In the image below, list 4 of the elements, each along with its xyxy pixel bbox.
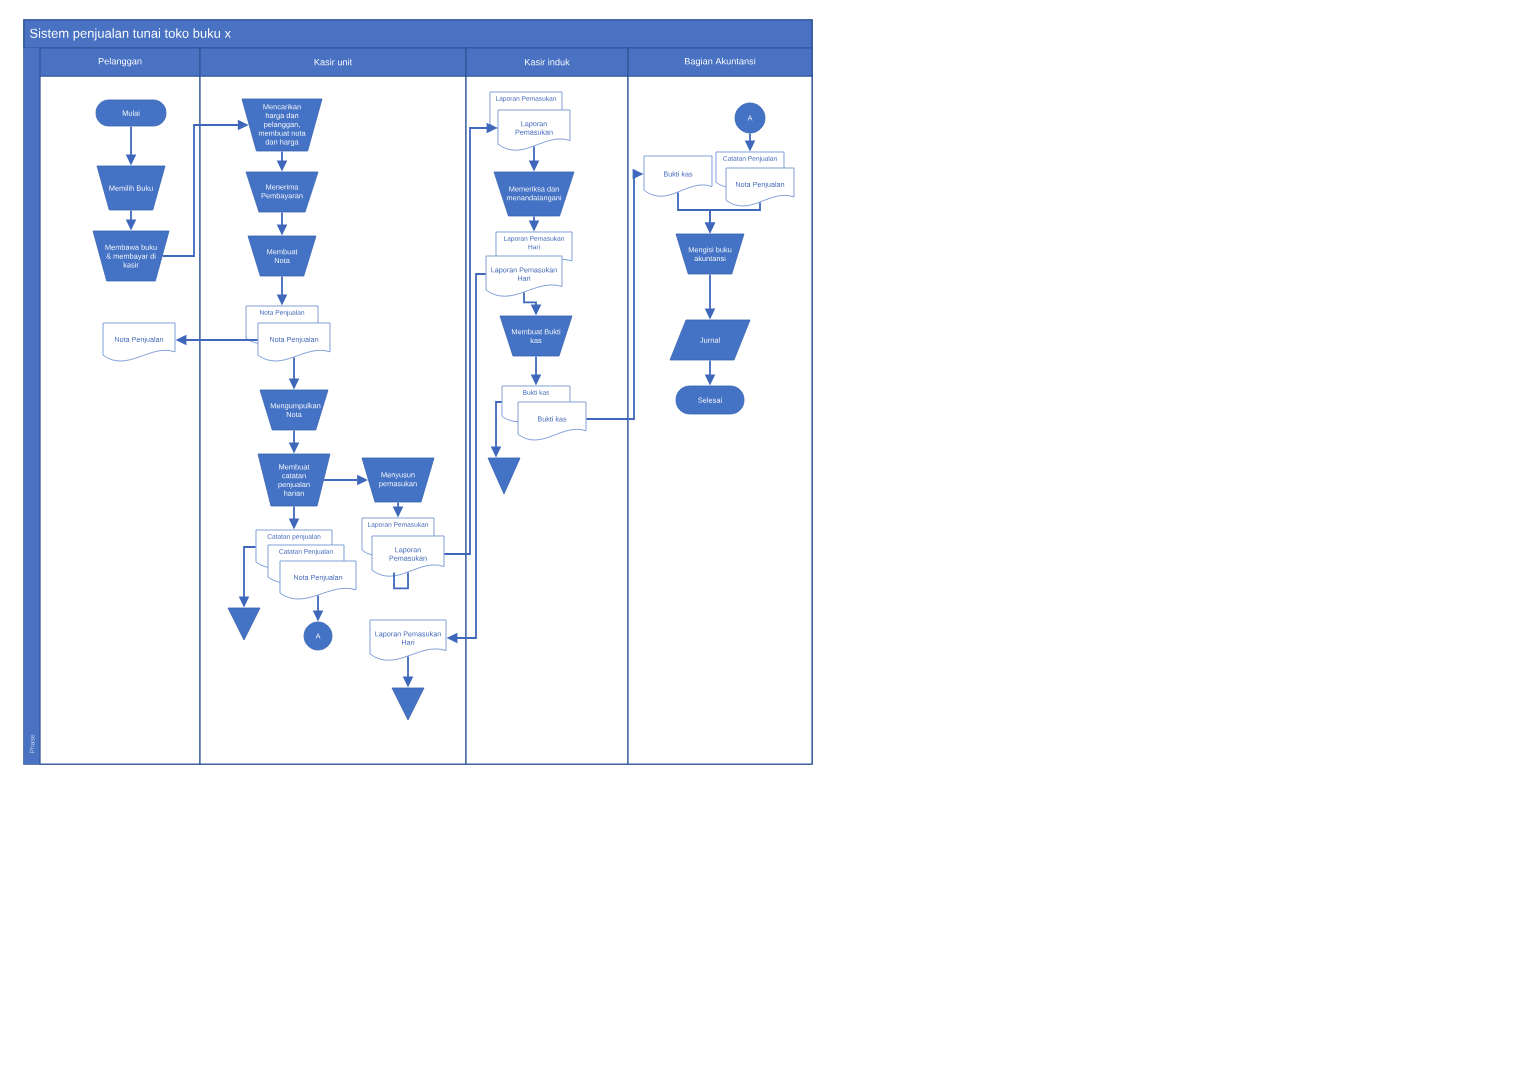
triangle-marker [227,607,261,641]
triangle-marker [391,687,425,721]
connector-line [393,571,409,590]
triangle-marker [487,457,521,495]
